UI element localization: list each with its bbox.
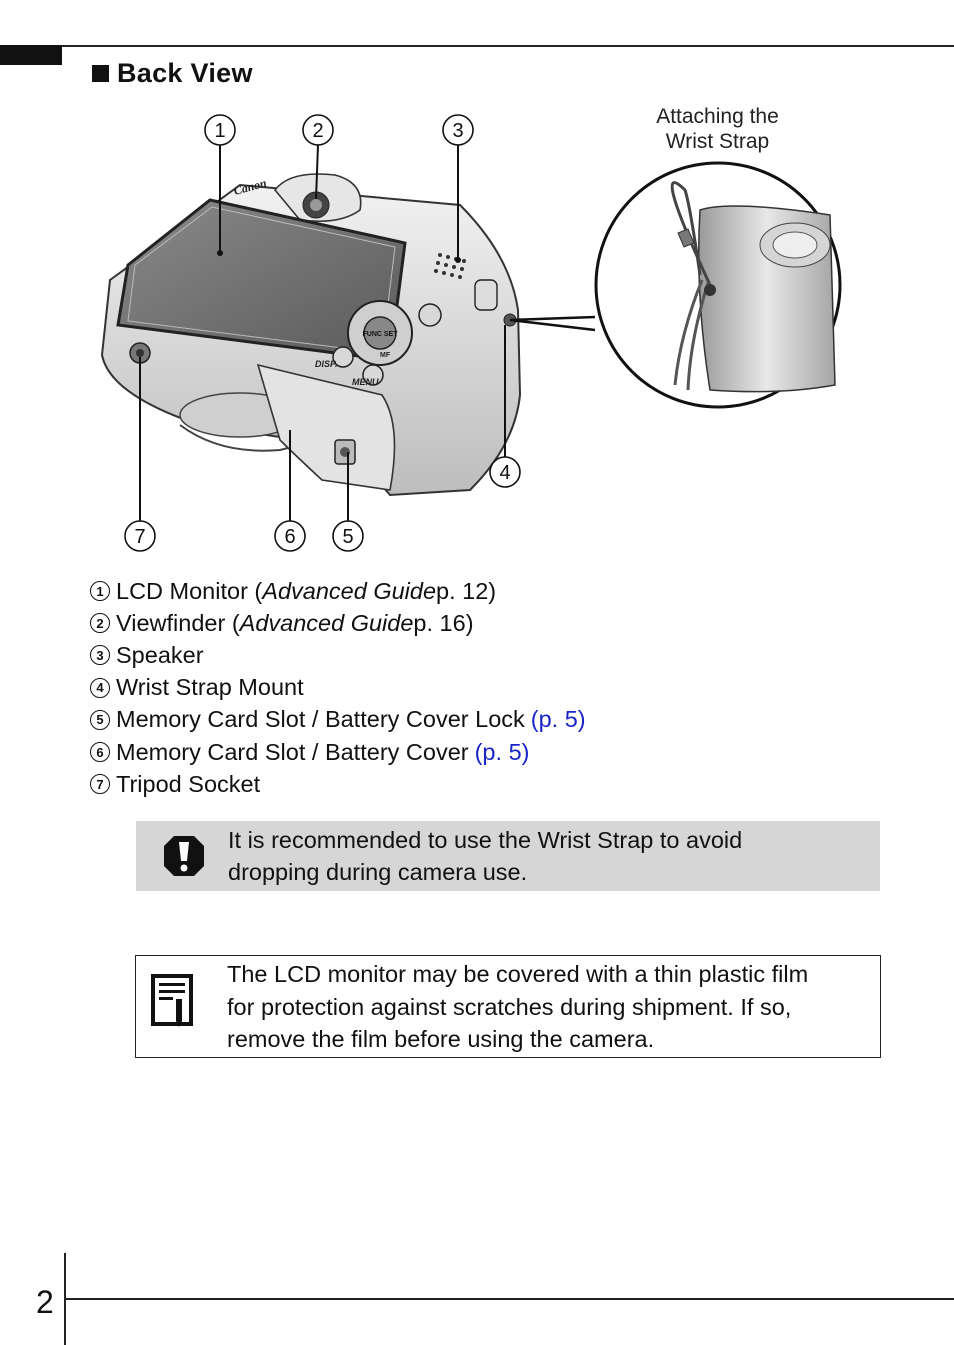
part-item-lcd-monitor: 1 LCD Monitor (Advanced Guide p. 12): [90, 575, 586, 607]
memo-icon: [151, 974, 193, 1027]
part-label: Viewfinder (: [116, 609, 240, 636]
part-number: 4: [90, 677, 110, 698]
part-item-speaker: 3 Speaker: [90, 639, 586, 671]
callout-2: 2: [302, 114, 334, 146]
part-label: LCD Monitor (: [116, 577, 263, 604]
inset-caption-line-2: Wrist Strap: [665, 130, 770, 153]
page-link[interactable]: (p. 5): [474, 738, 530, 765]
inset-caption: Attaching the Wrist Strap: [620, 104, 815, 154]
part-guide-name: Advanced Guide: [239, 609, 414, 636]
part-number: 2: [90, 613, 110, 634]
footer-rule: [64, 1298, 954, 1300]
svg-text:7: 7: [134, 526, 145, 548]
section-title: Back View: [92, 58, 253, 89]
chapter-tab: [0, 45, 62, 65]
wrist-strap-inset: [594, 161, 842, 409]
part-item-card-cover-lock: 5 Memory Card Slot / Battery Cover Lock …: [90, 704, 586, 736]
top-rule: [0, 45, 954, 47]
part-page-ref: p. 12): [436, 577, 497, 604]
part-label: Memory Card Slot / Battery Cover Lock: [116, 706, 525, 733]
page-link[interactable]: (p. 5): [530, 706, 586, 733]
callout-5: 5: [332, 520, 364, 552]
part-number: 1: [90, 581, 110, 602]
part-item-card-cover: 6 Memory Card Slot / Battery Cover (p. 5…: [90, 736, 586, 768]
svg-text:2: 2: [312, 120, 323, 142]
inset-caption-line-1: Attaching the: [656, 105, 779, 128]
svg-text:6: 6: [284, 526, 295, 548]
caution-text: It is recommended to use the Wrist Strap…: [228, 827, 743, 885]
part-item-viewfinder: 2 Viewfinder (Advanced Guide p. 16): [90, 607, 586, 639]
svg-text:1: 1: [214, 120, 225, 142]
disp-label: DISP.: [315, 359, 337, 369]
part-number: 3: [90, 645, 110, 666]
caution-icon: [164, 836, 204, 876]
svg-text:3: 3: [452, 120, 463, 142]
part-guide-name: Advanced Guide: [262, 577, 437, 604]
section-title-text: Back View: [117, 58, 253, 88]
func-set-label: FUNC SET: [363, 331, 399, 338]
part-label: Wrist Strap Mount: [116, 674, 304, 701]
menu-label: MENU: [352, 377, 379, 387]
svg-text:5: 5: [342, 526, 353, 548]
callout-6: 6: [274, 520, 306, 552]
page-number: 2: [36, 1284, 54, 1320]
part-number: 6: [90, 742, 110, 763]
part-page-ref: p. 16): [413, 609, 474, 636]
caution-box: It is recommended to use the Wrist Strap…: [136, 821, 880, 891]
callout-7: 7: [124, 520, 156, 552]
camera-body: Canon FUNC SET DISP. MENU MF: [100, 173, 522, 497]
camera-back-illustration: Canon FUNC SET DISP. MENU MF: [100, 114, 842, 552]
svg-text:4: 4: [499, 462, 510, 484]
callout-leaders: [139, 144, 506, 521]
part-number: 5: [90, 709, 110, 730]
bullet-square-icon: [92, 65, 109, 82]
callout-1: 1: [204, 114, 236, 146]
part-label: Speaker: [116, 641, 204, 668]
callout-4: 4: [489, 456, 521, 488]
part-number: 7: [90, 774, 110, 795]
parts-list: 1 LCD Monitor (Advanced Guide p. 12) 2 V…: [90, 575, 586, 800]
note-box: The LCD monitor may be covered with a th…: [135, 955, 881, 1058]
callout-3: 3: [442, 114, 474, 146]
part-item-tripod-socket: 7 Tripod Socket: [90, 768, 586, 800]
part-label: Memory Card Slot / Battery Cover: [116, 738, 469, 765]
note-text: The LCD monitor may be covered with a th…: [227, 961, 809, 1052]
part-item-wrist-strap-mount: 4 Wrist Strap Mount: [90, 672, 586, 704]
mf-label: MF: [380, 352, 391, 359]
part-label: Tripod Socket: [116, 770, 261, 797]
